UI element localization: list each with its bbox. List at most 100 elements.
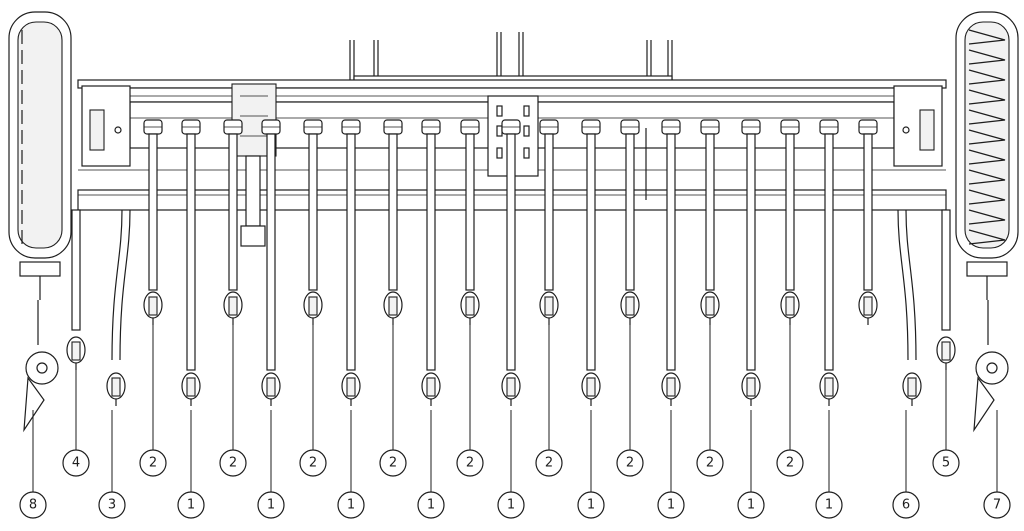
rear-coulter-row — [341, 133, 361, 406]
callout-2: 2 — [219, 325, 247, 477]
callout-2: 2 — [776, 325, 804, 477]
callout-1: 1 — [417, 410, 445, 519]
svg-text:1: 1 — [427, 498, 435, 513]
callout-3: 3 — [98, 410, 126, 519]
svg-text:3: 3 — [108, 498, 116, 513]
front-coulter-row — [780, 133, 800, 325]
rear-coulter-row — [501, 133, 521, 406]
callout-1: 1 — [177, 410, 205, 519]
callout-1: 1 — [497, 410, 525, 519]
callout-1: 1 — [257, 410, 285, 519]
front-coulter-row — [620, 133, 640, 325]
metering-unit — [780, 119, 800, 135]
metering-unit — [700, 119, 720, 135]
rear-coulter-row — [819, 133, 839, 406]
callout-7: 7 — [983, 410, 1011, 519]
svg-text:2: 2 — [706, 456, 714, 471]
metering-unit — [341, 119, 361, 135]
svg-text:2: 2 — [389, 456, 397, 471]
front-coulter-row — [303, 133, 323, 325]
rear-coulter-row — [741, 133, 761, 406]
metering-unit — [661, 119, 681, 135]
svg-text:1: 1 — [587, 498, 595, 513]
right-outer-row — [897, 209, 922, 406]
seeding-rows — [23, 119, 1009, 433]
svg-text:5: 5 — [942, 456, 950, 471]
front-coulter-row — [539, 133, 559, 325]
metering-unit — [581, 119, 601, 135]
right-side-disc — [973, 300, 1009, 433]
callout-8: 8 — [19, 410, 47, 519]
metering-unit — [741, 119, 761, 135]
svg-text:1: 1 — [507, 498, 515, 513]
front-coulter-row — [858, 133, 878, 325]
svg-text:2: 2 — [626, 456, 634, 471]
left-marker — [66, 209, 86, 370]
metering-unit — [303, 119, 323, 135]
callout-2: 2 — [379, 325, 407, 477]
callout-2: 2 — [616, 325, 644, 477]
svg-text:1: 1 — [187, 498, 195, 513]
metering-unit — [858, 119, 878, 135]
callout-5: 5 — [932, 370, 960, 477]
front-coulter-row — [700, 133, 720, 325]
metering-unit — [143, 119, 163, 135]
metering-unit — [460, 119, 480, 135]
callouts: 2 2 2 2 2 2 2 2 2 8 3 1 1 1 1 1 1 1 1 1 6 7 4 5 — [19, 325, 1011, 519]
front-coulter-row — [223, 133, 243, 325]
metering-unit — [620, 119, 640, 135]
left-side-disc — [23, 300, 59, 433]
left-outer-row — [106, 209, 131, 406]
svg-text:2: 2 — [466, 456, 474, 471]
svg-text:2: 2 — [545, 456, 553, 471]
svg-text:2: 2 — [786, 456, 794, 471]
front-coulter-row — [383, 133, 403, 325]
callout-2: 2 — [299, 325, 327, 477]
svg-text:1: 1 — [267, 498, 275, 513]
callout-1: 1 — [815, 410, 843, 519]
callout-2: 2 — [139, 325, 167, 477]
svg-text:1: 1 — [825, 498, 833, 513]
svg-text:6: 6 — [902, 498, 910, 513]
callout-1: 1 — [577, 410, 605, 519]
svg-text:2: 2 — [149, 456, 157, 471]
rear-coulter-row — [661, 133, 681, 406]
svg-text:1: 1 — [347, 498, 355, 513]
right-wheel — [955, 11, 1019, 300]
svg-text:4: 4 — [72, 456, 80, 471]
rear-coulter-row — [421, 133, 441, 406]
metering-unit — [383, 119, 403, 135]
metering-unit — [421, 119, 441, 135]
rear-coulter-row — [261, 133, 281, 406]
callout-2: 2 — [696, 325, 724, 477]
metering-unit — [181, 119, 201, 135]
metering-unit — [261, 119, 281, 135]
front-coulter-row — [460, 133, 480, 325]
svg-text:8: 8 — [29, 498, 37, 513]
rear-coulter-row — [181, 133, 201, 406]
metering-unit — [223, 119, 243, 135]
svg-text:2: 2 — [229, 456, 237, 471]
left-wheel — [8, 11, 72, 300]
svg-text:2: 2 — [309, 456, 317, 471]
callout-1: 1 — [337, 410, 365, 519]
callout-2: 2 — [535, 325, 563, 477]
callout-1: 1 — [657, 410, 685, 519]
metering-unit — [819, 119, 839, 135]
callout-4: 4 — [62, 370, 90, 477]
rear-coulter-row — [581, 133, 601, 406]
callout-6: 6 — [892, 410, 920, 519]
svg-text:1: 1 — [667, 498, 675, 513]
machine-frame — [77, 32, 947, 247]
metering-unit — [501, 119, 521, 135]
svg-text:1: 1 — [747, 498, 755, 513]
right-marker — [936, 209, 956, 370]
metering-unit — [539, 119, 559, 135]
wheels — [8, 11, 1019, 300]
callout-2: 2 — [456, 325, 484, 477]
front-coulter-row — [143, 133, 163, 325]
callout-1: 1 — [737, 410, 765, 519]
svg-text:7: 7 — [993, 498, 1001, 513]
